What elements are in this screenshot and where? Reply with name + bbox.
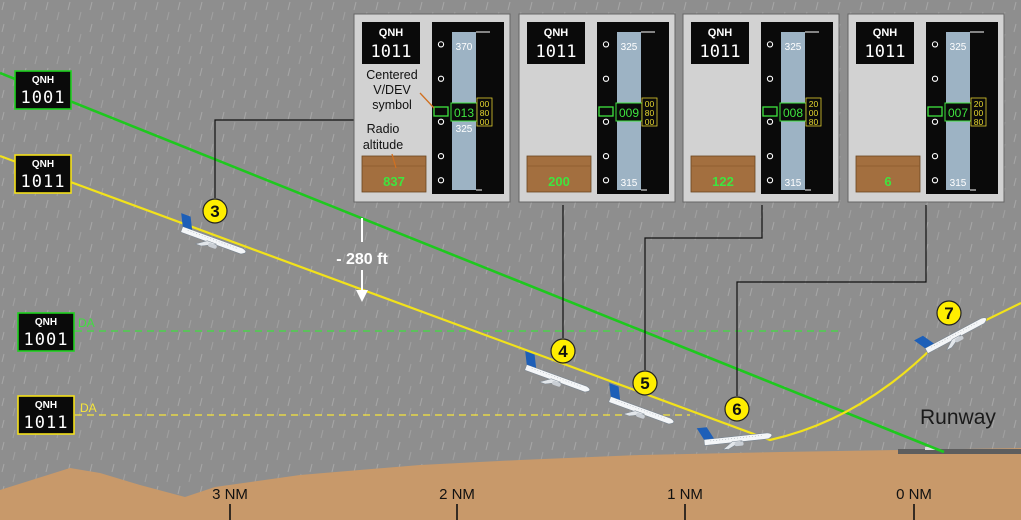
distance-tick-4: 0 NM <box>896 486 932 520</box>
panel-qnh-label: QNH <box>544 27 569 39</box>
da-label-green: DA <box>78 316 95 330</box>
drum-digit: 80 <box>480 108 490 118</box>
connector-6 <box>736 205 927 396</box>
panel-qnh-value: 1011 <box>700 42 741 62</box>
offset-label: - 280 ft <box>336 251 388 268</box>
marker-4: 4 <box>550 338 576 364</box>
qnh-label: QNH <box>32 75 54 86</box>
marker-label: 5 <box>640 374 649 393</box>
annotation-ra-line: altitude <box>363 138 403 152</box>
vdev-readout: 009 <box>619 106 639 120</box>
distance-tick-1: 3 NM <box>212 486 248 520</box>
distance-label: 2 NM <box>439 486 475 503</box>
drum-digit: 20 <box>809 99 819 109</box>
marker-label: 4 <box>558 342 568 361</box>
drum-digit: 00 <box>480 117 490 127</box>
runway-label: Runway <box>920 406 996 429</box>
qnh-label: QNH <box>35 317 57 328</box>
scale-bottom-label: 315 <box>950 178 967 189</box>
drum-digit: 00 <box>645 117 655 127</box>
distance-label: 1 NM <box>667 486 703 503</box>
radio-altitude-value: 6 <box>884 174 891 189</box>
distance-label: 3 NM <box>212 486 248 503</box>
radio-altitude-value: 200 <box>548 174 570 189</box>
annotation-ra-line: Radio <box>367 122 400 136</box>
da-label-yellow: DA <box>80 401 97 415</box>
connector-5 <box>644 205 763 370</box>
qnh-label: QNH <box>35 400 57 411</box>
panel-qnh-label: QNH <box>379 27 404 39</box>
distance-tick-2: 2 NM <box>439 486 475 520</box>
distance-label: 0 NM <box>896 486 932 503</box>
panel-qnh-value: 1011 <box>371 42 412 62</box>
vdev-readout: 008 <box>783 106 803 120</box>
drum-digit: 80 <box>645 108 655 118</box>
qnh-box-4: QNH 1011 <box>17 395 75 435</box>
annotation-vdev-line: V/DEV <box>373 83 411 97</box>
marker-6: 6 <box>724 396 750 422</box>
qnh-value: 1011 <box>24 413 69 433</box>
drum-digit: 80 <box>974 117 984 127</box>
radio-altitude-value: 122 <box>712 174 734 189</box>
scale-bottom-label: 325 <box>456 124 473 135</box>
scale-top-label: 325 <box>785 42 802 53</box>
marker-label: 6 <box>732 400 741 419</box>
green-glide-path <box>0 71 945 454</box>
panel-qnh-value: 1011 <box>536 42 577 62</box>
marker-label: 7 <box>944 304 953 323</box>
qnh-box-2: QNH 1011 <box>14 154 72 194</box>
marker-5: 5 <box>632 370 658 396</box>
runway-strip <box>898 449 1021 454</box>
panel-qnh-label: QNH <box>708 27 733 39</box>
drum-digit: 00 <box>974 108 984 118</box>
qnh-box-1: QNH 1001 <box>14 70 72 110</box>
qnh-label: QNH <box>32 159 54 170</box>
panel-qnh-value: 1011 <box>865 42 906 62</box>
scale-bottom-label: 315 <box>621 178 638 189</box>
scale-top-label: 370 <box>456 42 473 53</box>
qnh-value: 1001 <box>21 88 66 108</box>
drum-digit: 00 <box>480 99 490 109</box>
ground-terrain <box>0 448 1021 520</box>
drum-digit: 20 <box>974 99 984 109</box>
qnh-value: 1001 <box>24 330 69 350</box>
distance-tick-3: 1 NM <box>667 486 703 520</box>
radio-altitude-value: 837 <box>383 174 405 189</box>
offset-arrow: - 280 ft <box>336 218 388 302</box>
qnh-box-3: QNH 1001 <box>17 312 75 352</box>
drum-digit: 00 <box>645 99 655 109</box>
drum-digit: 00 <box>809 108 819 118</box>
yellow-flight-path <box>0 154 1021 442</box>
drum-digit: 80 <box>809 117 819 127</box>
marker-7: 7 <box>936 300 962 326</box>
marker-label: 3 <box>210 202 219 221</box>
marker-3: 3 <box>202 198 228 224</box>
annotation-vdev-line: Centered <box>366 68 417 82</box>
scale-top-label: 325 <box>621 42 638 53</box>
vdev-readout: 013 <box>454 106 474 120</box>
qnh-value: 1011 <box>21 172 66 192</box>
scale-bottom-label: 315 <box>785 178 802 189</box>
panel-qnh-label: QNH <box>873 27 898 39</box>
annotation-vdev-line: symbol <box>372 98 412 112</box>
scale-top-label: 325 <box>950 42 967 53</box>
vdev-readout: 007 <box>948 106 968 120</box>
